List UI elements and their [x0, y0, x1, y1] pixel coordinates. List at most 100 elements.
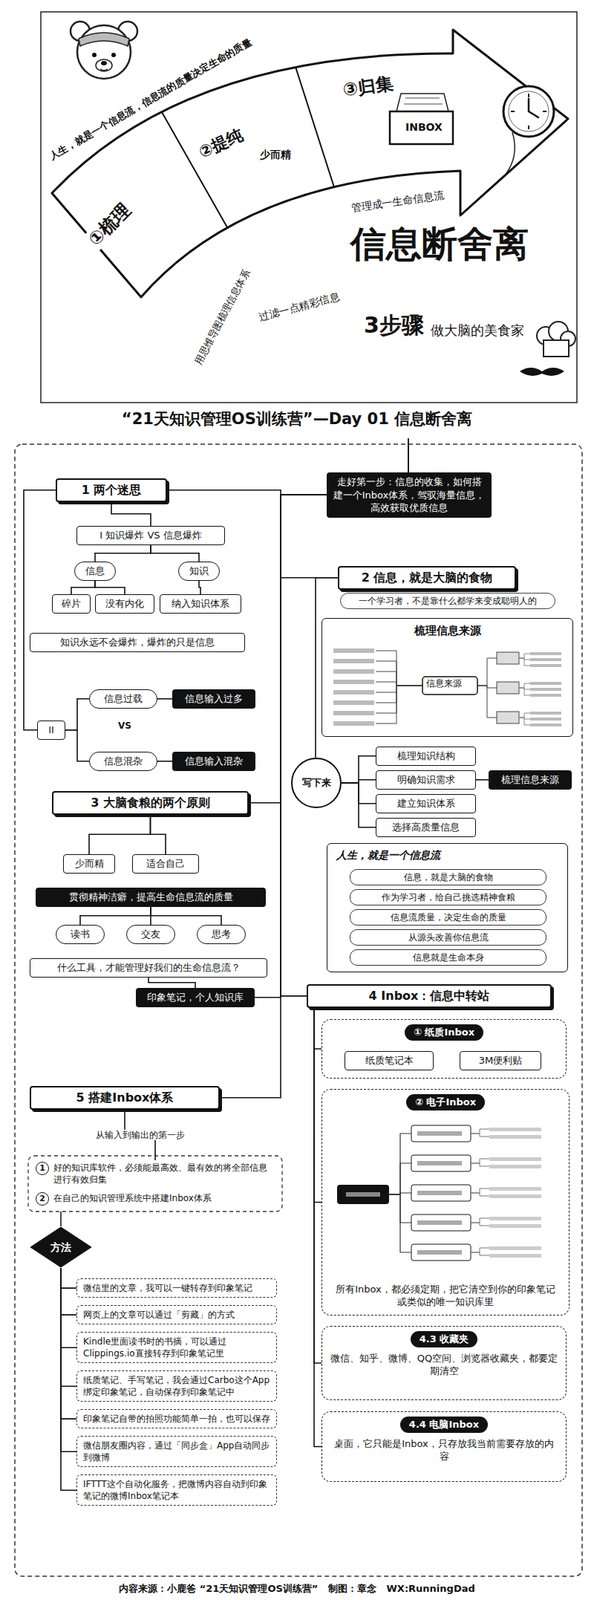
branch-tag: 5 搭建Inbox体系 — [29, 1085, 220, 1110]
node-text: 贯彻精神洁癖，提高生命信息流的质量 — [41, 890, 260, 904]
leaf-box: 建立知识体系 — [375, 793, 476, 814]
illustration-shape — [95, 59, 113, 72]
leaf-oval: 交友 — [126, 924, 176, 944]
inner-shape — [489, 1193, 542, 1198]
quote-pill: 从源头改善你信息流 — [349, 928, 547, 946]
connector — [65, 729, 90, 762]
node-text: IFTTT这个自动化服务，把微博内容自动到印象笔记的微博Inbox笔记本 — [83, 1477, 271, 1502]
inner-shape — [333, 679, 375, 684]
inner-shape — [470, 1188, 490, 1193]
node-text: 思考 — [201, 927, 241, 941]
node-text: 知识 — [183, 564, 215, 578]
node-text: 1 — [35, 1161, 50, 1175]
illustration-shape — [510, 93, 547, 130]
group-outline — [28, 1155, 283, 1212]
illustration-shape — [528, 98, 539, 118]
inbox-group: 4.4 电脑Inbox桌面，它只能是Inbox，只存放我当前需要存放的内容 — [321, 1410, 567, 1482]
connector — [148, 977, 196, 988]
quote-pill: 作为学习者，给自己挑选精神食粮 — [349, 888, 547, 906]
node-text: 信息输入混杂 — [178, 754, 250, 768]
inner-shape — [530, 663, 562, 667]
node-text: 4.4 电脑Inbox — [400, 1415, 488, 1433]
inner-shape — [519, 712, 531, 718]
illustration-shape — [77, 25, 131, 79]
inner-shape — [333, 658, 375, 664]
inner-shape — [375, 685, 423, 713]
numbered-point: 2在自己的知识管理系统中搭建Inbox体系 — [32, 1190, 278, 1207]
illustration-label: 过滤一点精彩信息 — [256, 289, 343, 324]
connector — [150, 814, 167, 854]
topic-oval: 信息混杂 — [89, 751, 158, 771]
inner-shape — [489, 1186, 542, 1191]
inner-shape — [530, 693, 562, 697]
inner-shape — [470, 1222, 490, 1226]
connector — [95, 544, 151, 562]
node-text: 梳理知识结构 — [380, 749, 471, 763]
inner-shape — [389, 1193, 412, 1252]
illustration-label: 用思维导图梳理信息体系 — [191, 265, 254, 368]
inner-shape — [519, 717, 531, 725]
bear-mascot — [70, 21, 138, 79]
connector — [60, 1267, 77, 1419]
diamond-shape — [30, 1226, 92, 1267]
leaf-box: 信息输入混杂 — [172, 751, 256, 771]
inner-shape — [389, 1133, 412, 1194]
branch-tag: 3 大脑食粮的两个原则 — [51, 790, 249, 815]
illustration-label: 管理成一生命信息流 — [348, 188, 447, 215]
connector — [157, 697, 173, 700]
illustration-shape — [403, 98, 443, 104]
topic-oval: 信息过载 — [89, 689, 158, 709]
node-text: 方法 — [50, 1239, 72, 1255]
inner-shape — [333, 720, 375, 726]
topic-circle: 写下来 — [291, 757, 342, 808]
leaf-box: 选择高质量信息 — [375, 817, 476, 837]
annotation-label: VS — [116, 720, 133, 731]
inner-shape — [375, 681, 423, 686]
node-text: 交友 — [131, 927, 171, 941]
connector — [341, 755, 376, 783]
node-text: 1 两个迷思 — [64, 481, 159, 499]
inner-shape — [333, 710, 375, 716]
method-item: 印象笔记自带的拍照功能简单一拍，也可以保存 — [76, 1408, 277, 1428]
method-item: 微信里的文章，我可以一键转存到印象笔记 — [76, 1277, 277, 1298]
illustration-shape — [111, 52, 116, 58]
connector — [167, 490, 327, 496]
illustration-shape — [92, 52, 97, 58]
leaf-oval: 读书 — [55, 924, 105, 944]
illustration-shape — [100, 69, 108, 71]
inner-shape — [489, 1223, 542, 1228]
quote-pill: 信息就是生命本身 — [349, 948, 547, 966]
topic-oval: 信息 — [74, 561, 116, 581]
inner-shape — [530, 711, 562, 715]
illustration-label: 做大脑的美食家 — [429, 322, 526, 339]
connector — [157, 760, 173, 762]
inner-shape — [470, 1133, 490, 1137]
illustration-shape — [396, 93, 449, 112]
node-text: 网页上的文章可以通过「剪藏」的方式 — [83, 1308, 271, 1321]
inner-shape — [489, 1134, 542, 1139]
connector — [95, 580, 125, 594]
inner-shape — [337, 1184, 390, 1204]
node-text: 走好第一步：信息的收集，如何搭建一个Inbox体系，驾驭海量信息，高效获取优质信… — [332, 475, 486, 515]
inner-shape — [417, 1219, 462, 1225]
note-pill: 一个学习者，不是靠什么都学来变成聪明人的 — [340, 592, 556, 609]
leaf-box: 纳入知识体系 — [159, 594, 242, 614]
inner-shape — [519, 683, 531, 688]
node-text: 知识永远不会爆炸，爆炸的只是信息 — [34, 635, 240, 649]
connector — [198, 580, 201, 594]
node-text: 选择高质量信息 — [380, 820, 471, 834]
arrow-band — [51, 29, 569, 297]
decision-diamond: 方法 — [29, 1225, 93, 1268]
inner-shape — [417, 1160, 462, 1165]
clock-icon — [503, 86, 554, 176]
leaf-box: 没有内化 — [95, 594, 155, 614]
node-text: 印象笔记自带的拍照功能简单一拍，也可以保存 — [83, 1412, 271, 1425]
node-text: 纸质笔记、手写笔记，我会通过Carbo这个App绑定印象笔记，自动保存到印象笔记… — [83, 1373, 271, 1398]
node-text: 梳理信息来源 — [326, 622, 569, 638]
node-text: 4 Inbox：信息中转站 — [315, 987, 543, 1004]
inner-shape — [375, 660, 423, 686]
illustration-label: 少而精 — [258, 148, 293, 162]
band-divider — [161, 66, 335, 228]
connector — [314, 1007, 322, 1203]
inner-shape — [375, 685, 423, 724]
